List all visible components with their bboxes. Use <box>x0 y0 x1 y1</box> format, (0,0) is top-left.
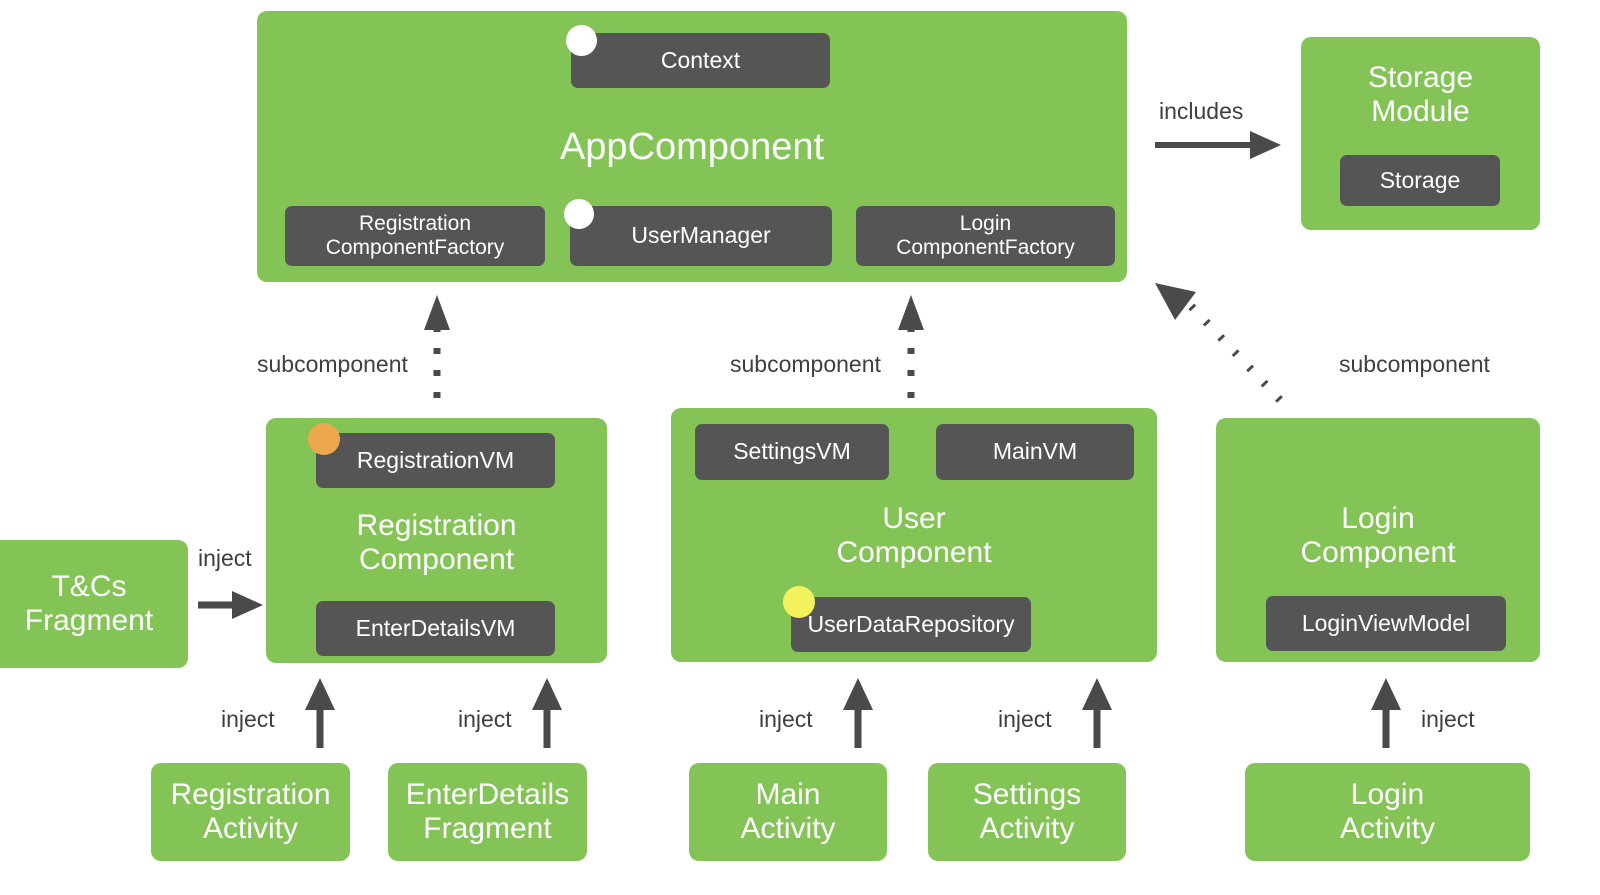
tcs-fragment[interactable]: T&Cs Fragment <box>0 540 188 668</box>
login-activity[interactable]: Login Activity <box>1245 763 1530 861</box>
edge-label-inject-login-activity: inject <box>1421 706 1475 732</box>
arrow-inject-main-activity <box>843 678 873 748</box>
binding-user-data-repository[interactable]: UserDataRepository <box>791 597 1031 652</box>
binding-registration-component-factory[interactable]: Registration ComponentFactory <box>285 206 545 266</box>
tcs-fragment-label: T&Cs Fragment <box>24 570 154 637</box>
settings-activity-label: Settings Activity <box>972 778 1082 845</box>
arrow-subcomponent-user <box>898 295 924 398</box>
scope-dot-user-data-repository <box>783 586 815 618</box>
binding-user-data-repository-label: UserDataRepository <box>807 610 1015 637</box>
edge-label-inject-tcs: inject <box>198 545 252 571</box>
user-component-title: User Component <box>836 501 992 569</box>
binding-storage-label: Storage <box>1379 166 1461 193</box>
settings-activity[interactable]: Settings Activity <box>928 763 1126 861</box>
enter-details-fragment[interactable]: EnterDetails Fragment <box>388 763 587 861</box>
registration-activity[interactable]: Registration Activity <box>151 763 350 861</box>
scope-dot-context <box>566 25 597 56</box>
arrow-inject-settings-activity <box>1082 678 1112 748</box>
binding-main-vm-label: MainVM <box>992 438 1078 465</box>
main-activity-label: Main Activity <box>740 778 836 845</box>
binding-context[interactable]: Context <box>571 33 830 88</box>
binding-enter-details-vm-label: EnterDetailsVM <box>355 614 516 641</box>
binding-registration-component-factory-label: Registration ComponentFactory <box>325 212 505 259</box>
enter-details-fragment-label: EnterDetails Fragment <box>405 778 570 845</box>
binding-user-manager-label: UserManager <box>631 222 771 249</box>
binding-main-vm[interactable]: MainVM <box>936 424 1134 480</box>
binding-login-component-factory[interactable]: Login ComponentFactory <box>856 206 1115 266</box>
binding-settings-vm-label: SettingsVM <box>733 438 851 465</box>
arrow-inject-tcs <box>198 591 263 619</box>
registration-component-title: Registration Component <box>356 508 517 576</box>
scope-dot-registration-vm <box>308 423 340 455</box>
arrow-inject-enter-details-fragment <box>532 678 562 748</box>
binding-login-view-model[interactable]: LoginViewModel <box>1266 596 1506 651</box>
main-activity[interactable]: Main Activity <box>689 763 887 861</box>
arrow-includes <box>1155 131 1281 159</box>
scope-dot-user-manager <box>564 199 594 229</box>
edge-label-subcomponent-registration: subcomponent <box>257 351 408 377</box>
edge-label-subcomponent-login: subcomponent <box>1339 351 1490 377</box>
binding-registration-vm-label: RegistrationVM <box>356 446 515 473</box>
app-component-title: AppComponent <box>559 126 825 169</box>
binding-storage[interactable]: Storage <box>1340 155 1500 206</box>
edge-label-inject-settings-activity: inject <box>998 706 1052 732</box>
edge-label-inject-main-activity: inject <box>759 706 813 732</box>
storage-module-title: Storage Module <box>1367 60 1474 128</box>
arrow-inject-login-activity <box>1371 678 1401 748</box>
arrow-inject-registration-activity <box>305 678 335 748</box>
binding-context-label: Context <box>660 46 741 73</box>
registration-activity-label: Registration Activity <box>170 778 331 845</box>
edge-label-inject-registration-activity: inject <box>221 706 275 732</box>
binding-enter-details-vm[interactable]: EnterDetailsVM <box>316 601 555 656</box>
binding-login-component-factory-label: Login ComponentFactory <box>896 212 1075 259</box>
edge-label-subcomponent-user: subcomponent <box>730 351 881 377</box>
edge-label-inject-enter-details-fragment: inject <box>458 706 512 732</box>
binding-user-manager[interactable]: UserManager <box>570 206 832 266</box>
binding-login-view-model-label: LoginViewModel <box>1301 609 1471 636</box>
login-activity-label: Login Activity <box>1339 778 1435 845</box>
arrow-subcomponent-registration <box>424 295 450 398</box>
binding-settings-vm[interactable]: SettingsVM <box>695 424 889 480</box>
login-component-title: Login Component <box>1300 501 1456 569</box>
arrow-subcomponent-login <box>1155 283 1283 403</box>
edge-label-includes: includes <box>1159 98 1244 124</box>
binding-registration-vm[interactable]: RegistrationVM <box>316 433 555 488</box>
